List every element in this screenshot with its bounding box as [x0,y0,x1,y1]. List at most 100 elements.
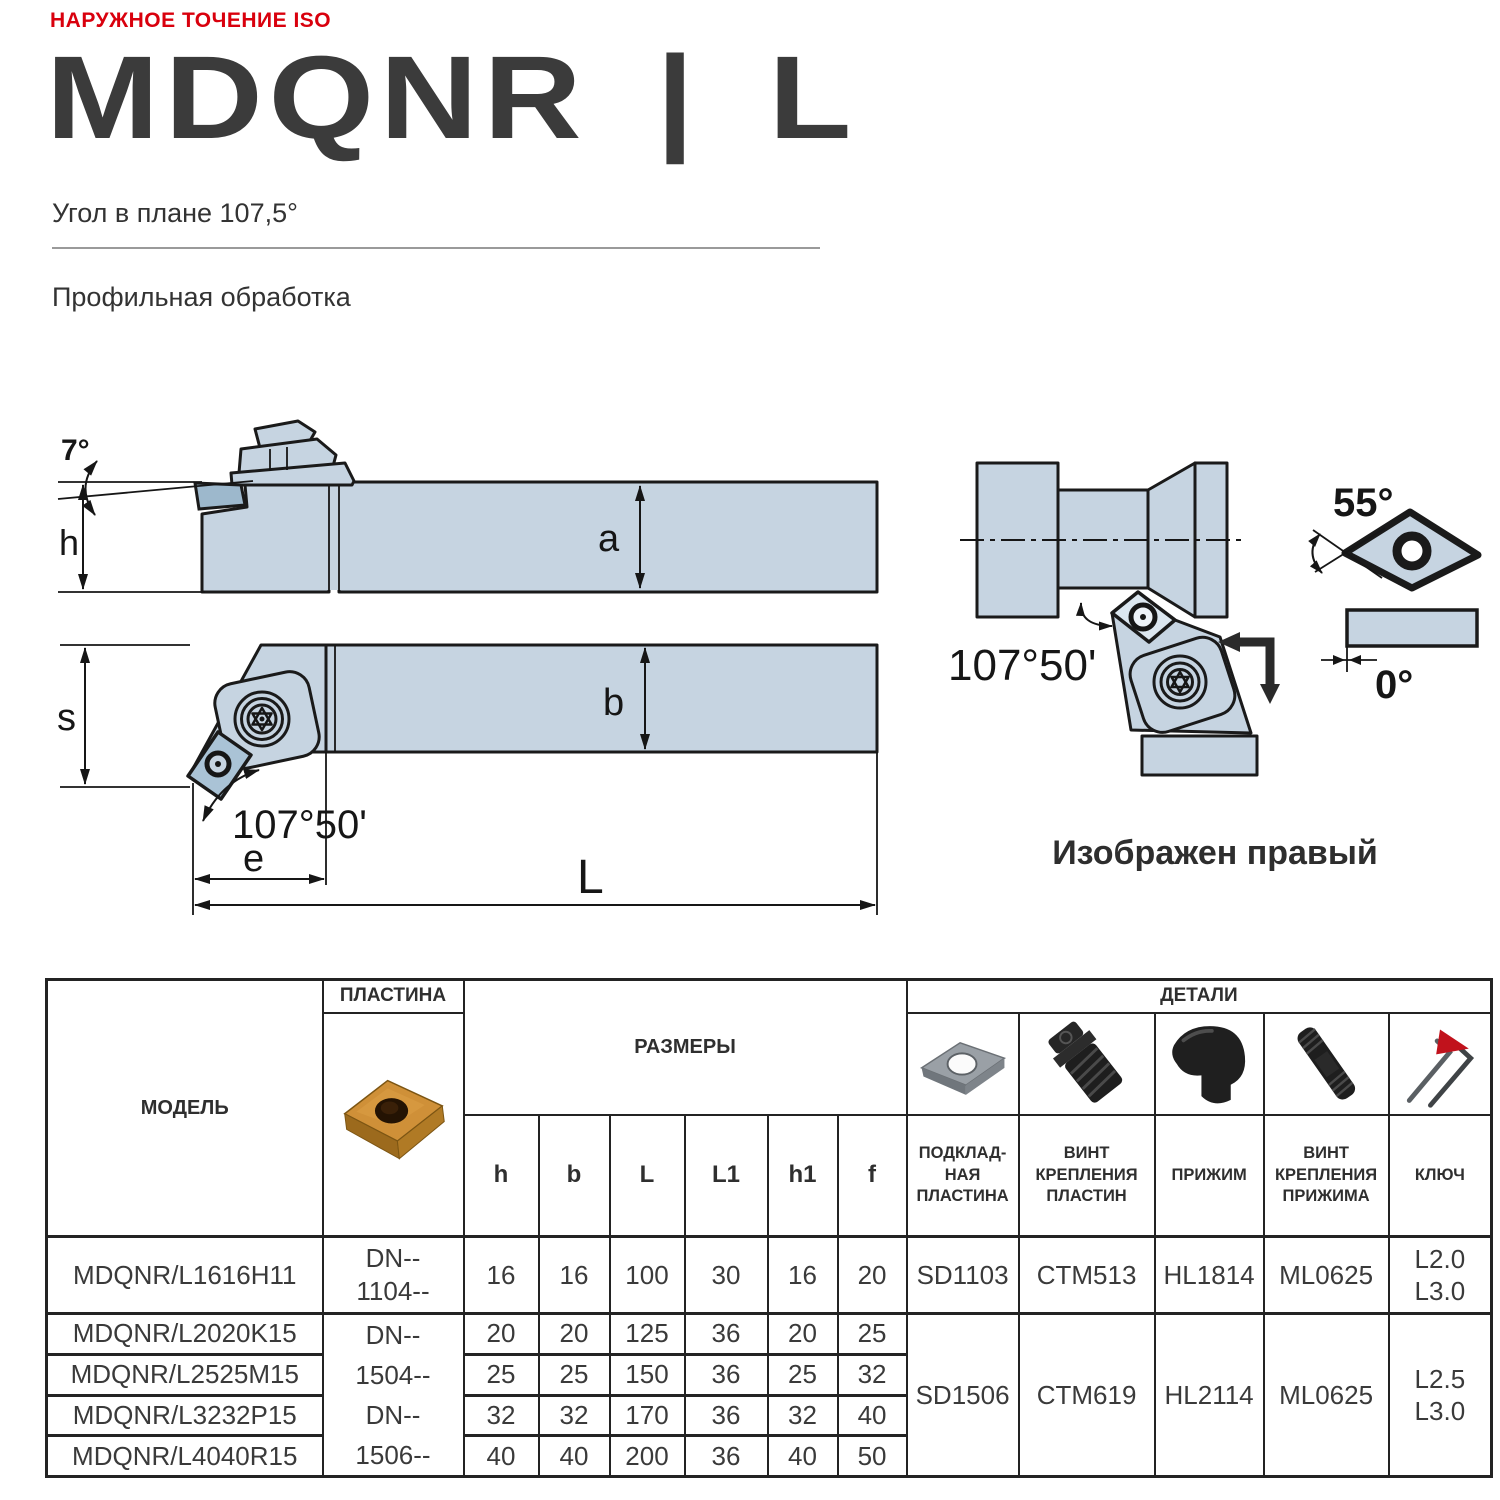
cell-model: MDQNR/L4040R15 [45,1434,324,1478]
tool-clamp [1128,635,1237,734]
cell-h1: 20 [766,1312,839,1356]
machining-type-subtitle: Профильная обработка [52,282,351,312]
h-dim-label: h [59,522,79,563]
cell-b: 40 [537,1434,611,1478]
cell-h1: 40 [766,1434,839,1478]
col-sizes-header: РАЗМЕРЫ [462,978,908,1116]
torx-screw-icon [259,716,265,722]
cell-shim-group: SD1506 [905,1312,1020,1478]
cell-b: 20 [537,1312,611,1356]
col-b-header: b [537,1113,611,1238]
cell-f: 32 [836,1352,908,1396]
col-clamp-header: ПРИЖИМ [1153,1113,1265,1238]
col-f-header: f [836,1113,908,1238]
col-h-header: h [462,1113,540,1238]
cell-h1: 32 [766,1393,839,1437]
table-row: MDQNR/L3232P15 32 32 170 36 32 40 [45,1393,1492,1437]
plate-screw-image-cell [1017,1011,1156,1116]
cell-L: 170 [608,1393,686,1437]
cell-L: 100 [608,1235,686,1315]
top-shank [324,643,879,754]
cell-f: 40 [836,1393,908,1437]
L-dim-label: L [577,851,604,904]
cell-clamp: HL1814 [1153,1235,1265,1315]
side-insert [193,481,247,511]
cell-key: L2.0 L3.0 [1387,1235,1493,1315]
plan-angle-subtitle: Угол в плане 107,5° [52,198,298,228]
cutting-scheme-drawing: 107°50' 55° 0° [948,461,1482,777]
cell-shim: SD1103 [905,1235,1020,1315]
col-h1-header: h1 [766,1113,839,1238]
clamp-image-cell [1153,1011,1265,1116]
plate-image-cell [321,1011,465,1238]
wrench-icon [1406,1028,1474,1108]
e-dim-label: e [243,838,264,880]
cell-L: 125 [608,1312,686,1356]
col-plate-header: ПЛАСТИНА [321,978,465,1014]
cell-b: 25 [537,1352,611,1396]
lead-angle-label: 107°50' [948,641,1096,690]
page-title: MDQNR | L [46,32,858,164]
col-model-header: МОДЕЛЬ [45,978,324,1238]
b-dim-label: b [603,682,624,724]
a-dim-label: a [598,518,620,560]
col-shim-header: ПОДКЛАД- НАЯ ПЛАСТИНА [905,1113,1020,1238]
cell-f: 50 [836,1434,908,1478]
cell-plate-group: DN-- 1504-- DN-- 1506-- [321,1312,465,1478]
cell-clamp-screw: ML0625 [1262,1235,1390,1315]
cell-clamp-screw-group: ML0625 [1262,1312,1390,1478]
table-row: MDQNR/L1616H11 DN-- 1104-- 16 16 100 30 … [45,1235,1493,1315]
col-plate-screw-header: ВИНТ КРЕПЛЕНИЯ ПЛАСТИН [1017,1113,1156,1238]
cell-L: 150 [608,1352,686,1396]
cell-f: 20 [836,1235,908,1315]
cell-h: 32 [462,1393,540,1437]
cell-L1: 36 [683,1312,769,1356]
cell-b: 16 [537,1235,611,1315]
clamp-screw-image-cell [1262,1011,1390,1116]
cell-h1: 16 [766,1235,839,1315]
spec-table: МОДЕЛЬ ПЛАСТИНА РАЗМЕРЫ ДЕТАЛИ [45,978,1494,1478]
col-key-header: КЛЮЧ [1387,1113,1493,1238]
insert-photo [343,1079,445,1160]
cell-model: MDQNR/L2525M15 [45,1352,324,1396]
cell-model: MDQNR/L3232P15 [45,1393,324,1437]
cell-model: MDQNR/L2020K15 [45,1312,324,1356]
clearance-angle-label: 0° [1375,663,1413,707]
cell-h1: 25 [766,1352,839,1396]
cell-L1: 30 [683,1235,769,1315]
clamp-screw-icon [1297,1026,1356,1100]
col-L1-header: L1 [683,1113,769,1238]
cell-L1: 36 [683,1393,769,1437]
table-row: MDQNR/L4040R15 40 40 200 36 40 50 [45,1434,1492,1478]
cell-key-group: L2.5 L3.0 [1387,1312,1493,1478]
cell-clamp-group: HL2114 [1153,1312,1265,1478]
col-clamp-screw-header: ВИНТ КРЕПЛЕНИЯ ПРИЖИМА [1262,1113,1390,1238]
cell-plate: DN-- 1104-- [321,1235,465,1315]
cell-b: 32 [537,1393,611,1437]
divider [52,247,820,249]
rake-angle-label: 7° [61,434,90,467]
insert-angle-label: 55° [1333,481,1394,525]
cell-h: 16 [462,1235,540,1315]
col-details-header: ДЕТАЛИ [905,978,1493,1014]
lead-angle-label: 107°50' [232,803,367,847]
cell-h: 20 [462,1312,540,1356]
cell-L1: 36 [683,1352,769,1396]
side-view-drawing: 7° h a [57,419,879,594]
cell-f: 25 [836,1312,908,1356]
cell-L1: 36 [683,1434,769,1478]
table-row: MDQNR/L2020K15 DN-- 1504-- DN-- 1506-- 2… [45,1312,1493,1478]
shim-icon [919,1041,1006,1095]
s-dim-label: s [57,697,76,739]
clamp-icon [1172,1025,1246,1103]
plate-screw-icon [1048,1021,1122,1103]
category-label: НАРУЖНОЕ ТОЧЕНИЕ ISO [50,9,332,32]
tool-shank [1140,734,1259,777]
cell-L: 200 [608,1434,686,1478]
cell-h: 25 [462,1352,540,1396]
drawing-caption: Изображен правый [1052,834,1378,872]
side-shank [337,480,879,594]
cell-plate-screw-group: CTM619 [1017,1312,1156,1478]
feed-arrow [1236,637,1275,688]
cell-plate-screw: CTM513 [1017,1235,1156,1315]
